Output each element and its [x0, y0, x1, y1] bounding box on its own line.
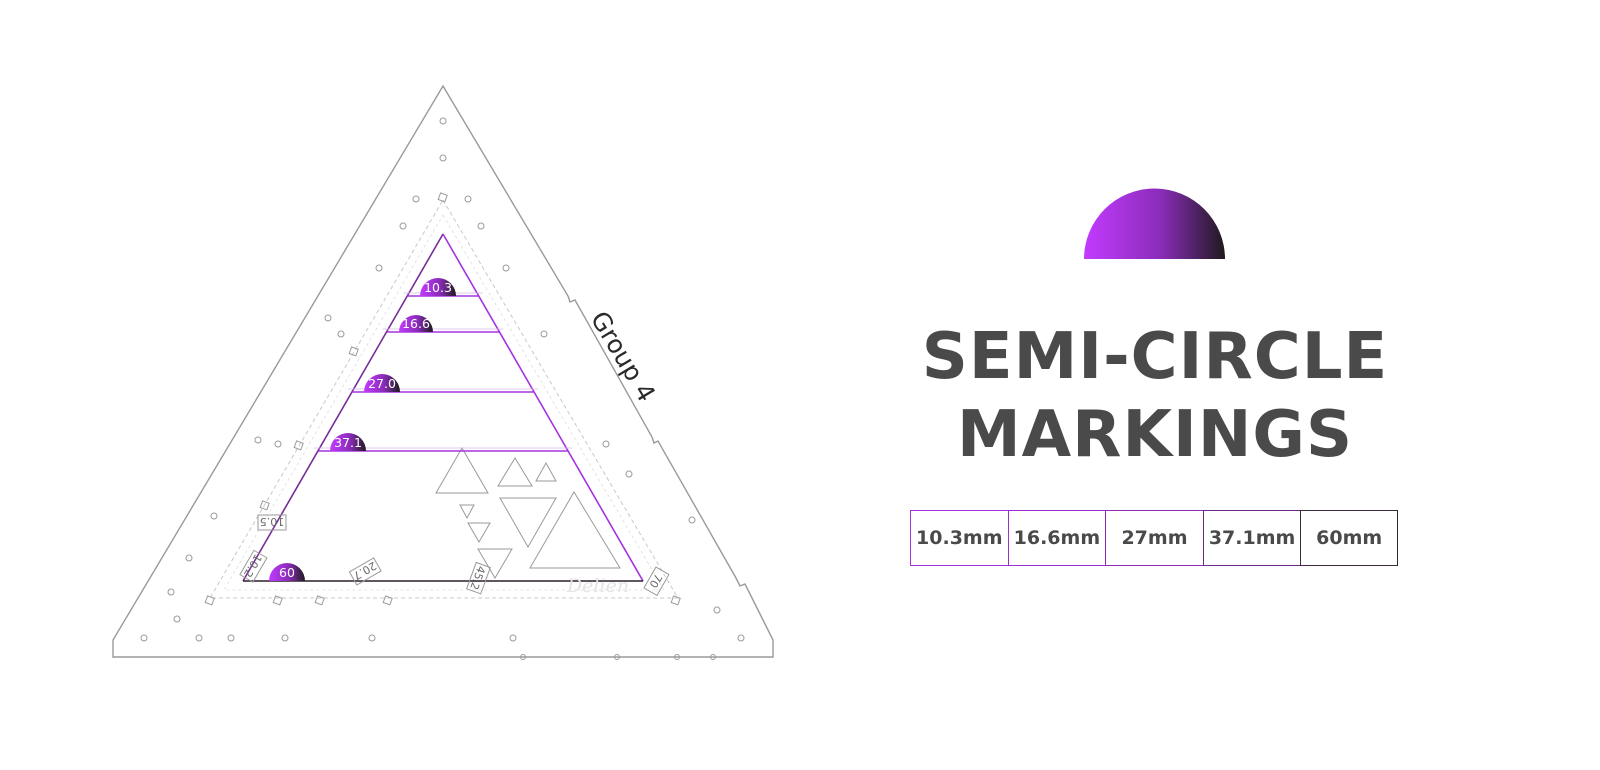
- legend-cell-3: 27mm: [1105, 510, 1203, 566]
- legend-cell-1: 10.3mm: [910, 510, 1008, 566]
- marking-semicircle-3: [364, 374, 400, 392]
- side-label-5: 70: [646, 571, 664, 590]
- ruler-square-marks: [204, 192, 681, 606]
- marking-label-5: 60: [279, 565, 295, 580]
- marking-semicircles: 10.3 16.6 27.0 37.1 60: [269, 278, 456, 581]
- marking-semicircle-1: [420, 278, 456, 296]
- inner-guide-dashed: [209, 199, 679, 599]
- legend-cell-2: 16.6mm: [1007, 510, 1106, 566]
- outer-ruler-outline: [112, 84, 774, 658]
- legend-cell-5: 60mm: [1300, 510, 1398, 566]
- semicircle-hero-icon: [1084, 188, 1225, 259]
- marking-semicircle-5: [269, 563, 305, 581]
- inner-guide-dashed-2: [223, 214, 665, 591]
- inner-left-edge: [242, 233, 444, 582]
- side-label-2: 10.5: [260, 515, 285, 528]
- inner-right-edge: [442, 233, 644, 582]
- page-title: SEMI-CIRCLE MARKINGS: [880, 318, 1430, 474]
- triangle-cutouts: [435, 447, 621, 579]
- side-label-1: 10.2: [241, 552, 265, 580]
- brand-watermark: Delien: [566, 575, 629, 597]
- marking-semicircle-4: [330, 433, 366, 451]
- marking-label-4: 37.1: [334, 435, 362, 450]
- title-line-1: SEMI-CIRCLE: [921, 320, 1389, 394]
- marking-label-1: 10.3: [424, 280, 452, 295]
- ruler-holes: [140, 117, 745, 660]
- side-label-3: 20.7: [351, 559, 379, 583]
- legend-cell-4: 37.1mm: [1202, 510, 1301, 566]
- marking-label-3: 27.0: [368, 376, 396, 391]
- marking-lines: [313, 292, 573, 452]
- title-line-2: MARKINGS: [956, 398, 1354, 472]
- marking-label-2: 16.6: [402, 316, 430, 331]
- marking-semicircle-2: [399, 315, 433, 332]
- marking-legend: 10.3mm 16.6mm 27mm 37.1mm 60mm: [910, 510, 1398, 566]
- group-label: Group 4: [585, 306, 661, 407]
